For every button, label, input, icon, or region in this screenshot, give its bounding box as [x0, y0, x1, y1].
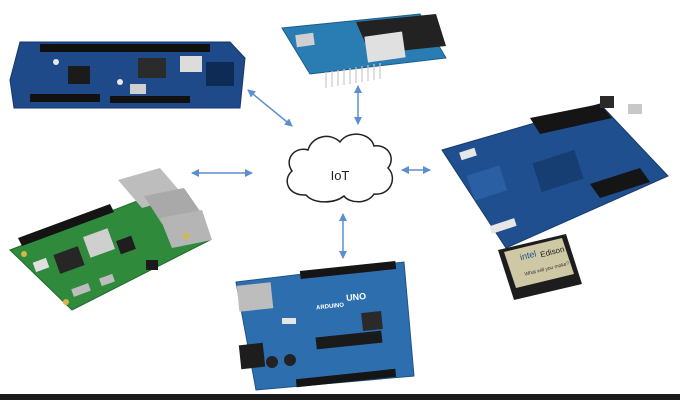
iot-cloud: IoT: [286, 133, 394, 203]
intel-edison-kit-image: [441, 96, 669, 249]
cloud-icon: [286, 133, 394, 203]
intel-edison-module: intel Edison What will you make?: [498, 234, 582, 300]
arrow-to-nordic-dev-board: [247, 89, 293, 127]
uno-logo-text: ARDUINO: [316, 303, 345, 312]
edison-chip-brand: intel: [519, 249, 537, 263]
connection-arrows: [191, 85, 431, 259]
uno-model-text: UNO: [346, 291, 367, 303]
raspberry-pi-4-image: [9, 168, 212, 311]
bottom-border: [0, 394, 680, 400]
arduino-uno-image: ARDUINO UNO: [235, 261, 415, 391]
nordic-dev-board-image: [9, 41, 246, 109]
arduino-mkr-image: [281, 13, 447, 88]
cloud-label: IoT: [331, 168, 350, 183]
